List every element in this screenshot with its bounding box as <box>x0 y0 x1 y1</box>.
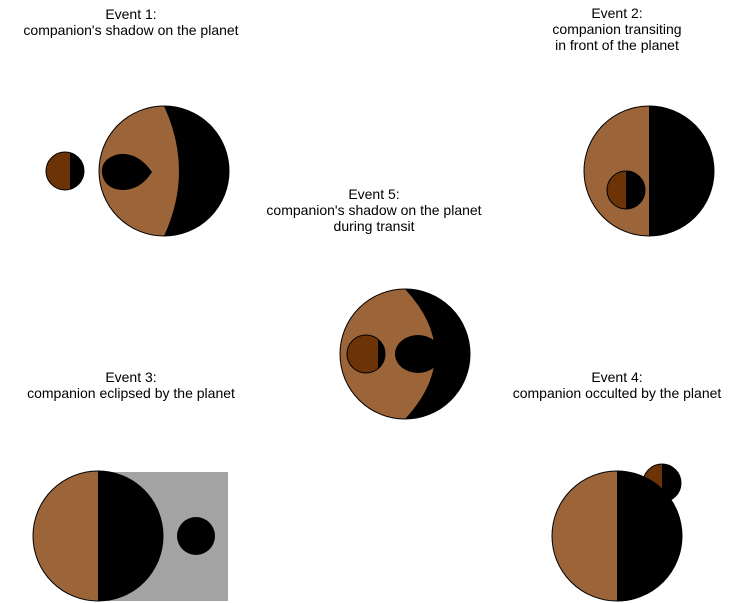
event2-description-line1: companion transiting <box>552 21 682 37</box>
event3-planet <box>32 470 164 602</box>
event4-title: Event 4: <box>591 369 643 385</box>
event5-description-line1: companion's shadow on the planet <box>266 202 482 218</box>
event3-companion-eclipsed <box>177 517 215 555</box>
event3-illustration <box>32 470 228 602</box>
event5-companion-shadow <box>395 335 441 373</box>
event4-planet <box>551 470 683 602</box>
event2-companion <box>606 170 646 210</box>
event3-title: Event 3: <box>105 369 157 385</box>
event5-illustration <box>339 288 471 420</box>
event3-description: companion eclipsed by the planet <box>27 385 235 401</box>
event1-description: companion's shadow on the planet <box>23 22 239 38</box>
event1-illustration <box>45 105 230 237</box>
event2-title: Event 2: <box>591 5 643 21</box>
event5-description-line2: during transit <box>333 218 415 234</box>
event2-description-line2: in front of the planet <box>555 37 679 53</box>
event1-companion <box>45 151 85 191</box>
event2-planet <box>583 105 715 237</box>
event3-caption: Event 3: companion eclipsed by the plane… <box>27 369 235 401</box>
event4-description: companion occulted by the planet <box>512 385 722 401</box>
event1-companion-shadow <box>101 153 152 190</box>
event2-illustration <box>583 105 715 237</box>
event1-caption: Event 1: companion's shadow on the plane… <box>23 6 238 38</box>
event4-caption: Event 4: companion occulted by the plane… <box>513 369 722 401</box>
event4-illustration <box>551 463 683 602</box>
event5-caption: Event 5: companion's shadow on the plane… <box>266 186 481 234</box>
event2-caption: Event 2: companion transiting in front o… <box>552 5 681 53</box>
event5-companion <box>346 334 386 374</box>
event5-title: Event 5: <box>348 186 400 202</box>
event1-title: Event 1: <box>105 6 157 22</box>
